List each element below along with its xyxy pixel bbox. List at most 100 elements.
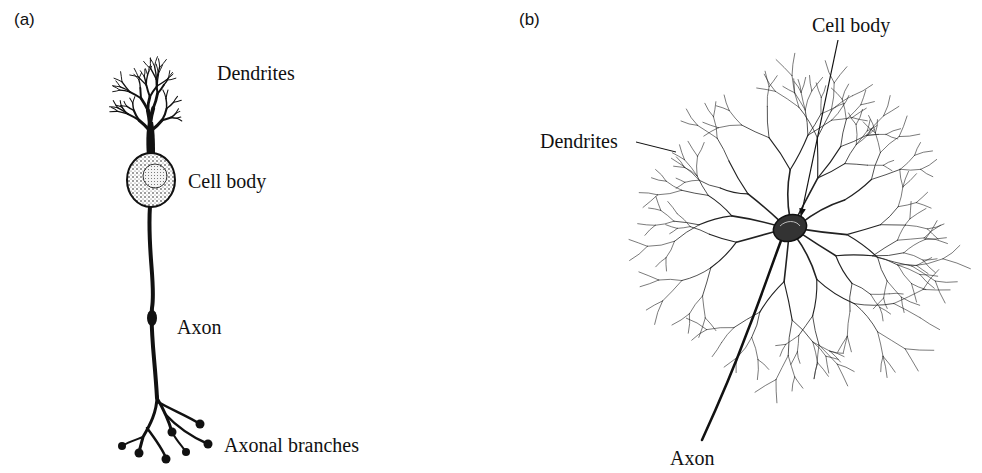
dendrite — [873, 298, 883, 309]
bipolar-neuron — [110, 57, 213, 464]
dendrite — [836, 256, 852, 284]
axonal-branches — [122, 396, 208, 458]
dendrite — [656, 170, 667, 182]
dendrite — [905, 349, 934, 351]
cell-body — [127, 153, 175, 207]
dendrite — [871, 293, 890, 295]
dendrite — [818, 164, 845, 179]
dendrite — [165, 99, 167, 109]
dendrite — [769, 138, 790, 170]
dendrite — [925, 221, 937, 240]
dendrite — [672, 153, 684, 160]
part-label: Axon — [670, 447, 714, 470]
dendrite-trunk — [146, 122, 155, 156]
dendrite — [812, 77, 823, 91]
dendrite — [831, 96, 853, 111]
dendrite — [722, 328, 734, 343]
dendrite — [699, 180, 720, 188]
dendrite — [130, 98, 133, 103]
dendrite — [912, 284, 917, 303]
dendrite — [873, 240, 898, 256]
dendrite — [916, 203, 931, 209]
dendrite — [736, 230, 778, 242]
dendrite — [831, 88, 842, 99]
dendrite — [682, 190, 709, 195]
dendrite — [901, 297, 919, 305]
dendrite — [629, 240, 647, 247]
dendrite — [643, 195, 658, 208]
dendrite — [826, 356, 839, 359]
dendrite — [898, 264, 917, 265]
dendrite — [873, 253, 904, 256]
dendrite — [639, 272, 659, 280]
dendrite — [692, 330, 707, 341]
dendrite — [655, 221, 674, 225]
dendrite — [124, 101, 127, 106]
dendrite — [661, 210, 674, 221]
dendrite — [144, 61, 151, 69]
dendrite — [711, 242, 737, 268]
dendrite — [680, 145, 685, 160]
dendrite — [878, 332, 883, 356]
cell-body — [770, 210, 811, 246]
dendrite — [118, 108, 128, 114]
dendrite — [903, 174, 917, 187]
dendrite — [887, 281, 901, 297]
dendrite — [133, 103, 134, 110]
dendrite — [898, 265, 920, 275]
dendrite — [139, 80, 141, 88]
dendrite — [705, 103, 714, 117]
dendrite — [943, 245, 960, 258]
dendrite — [696, 156, 698, 176]
dendrite — [841, 120, 847, 147]
dendrite — [880, 207, 898, 225]
dendrite — [638, 224, 656, 226]
dendrite — [884, 281, 888, 298]
dendrite — [904, 240, 925, 253]
dendrite — [767, 106, 769, 137]
dendrite — [898, 187, 903, 207]
dendrite — [675, 225, 700, 242]
dendrite — [717, 138, 729, 161]
dendrite — [114, 78, 122, 82]
cell-body-shading — [780, 222, 800, 227]
dendrite — [647, 241, 674, 246]
dendrite — [682, 268, 711, 281]
dendrite — [898, 203, 916, 207]
dendrite — [802, 229, 847, 235]
dendrite — [792, 76, 799, 108]
dendrite — [878, 332, 906, 349]
dendrite — [813, 342, 818, 363]
dendrite — [674, 166, 685, 167]
dendrite — [845, 180, 872, 201]
dendrite — [792, 53, 795, 75]
dendrite — [847, 225, 881, 235]
axon-swelling — [147, 310, 157, 326]
dendrite — [797, 335, 798, 351]
dendrite — [130, 75, 139, 77]
dendrite — [776, 356, 788, 380]
dendrite — [732, 216, 779, 226]
dendrite — [820, 97, 821, 114]
dendrite — [835, 103, 844, 107]
dendrite — [752, 337, 758, 359]
dendrite — [780, 344, 786, 356]
dendrite — [703, 296, 706, 318]
dendrite — [842, 84, 848, 99]
dendrite — [856, 136, 867, 145]
dendrite — [113, 86, 120, 90]
dendrite — [666, 225, 678, 229]
axon — [149, 206, 157, 398]
dendrite — [906, 225, 928, 229]
dendrite — [856, 125, 858, 145]
dendrite — [813, 279, 817, 316]
dendrite — [847, 311, 850, 336]
dendrite — [174, 100, 182, 102]
part-label: Dendrites — [217, 62, 295, 85]
dendrite — [150, 108, 153, 124]
dendrite — [852, 108, 866, 117]
dendrite — [788, 356, 795, 377]
dendrite — [148, 97, 150, 110]
dendrite — [817, 138, 819, 178]
dendrite — [883, 356, 887, 377]
